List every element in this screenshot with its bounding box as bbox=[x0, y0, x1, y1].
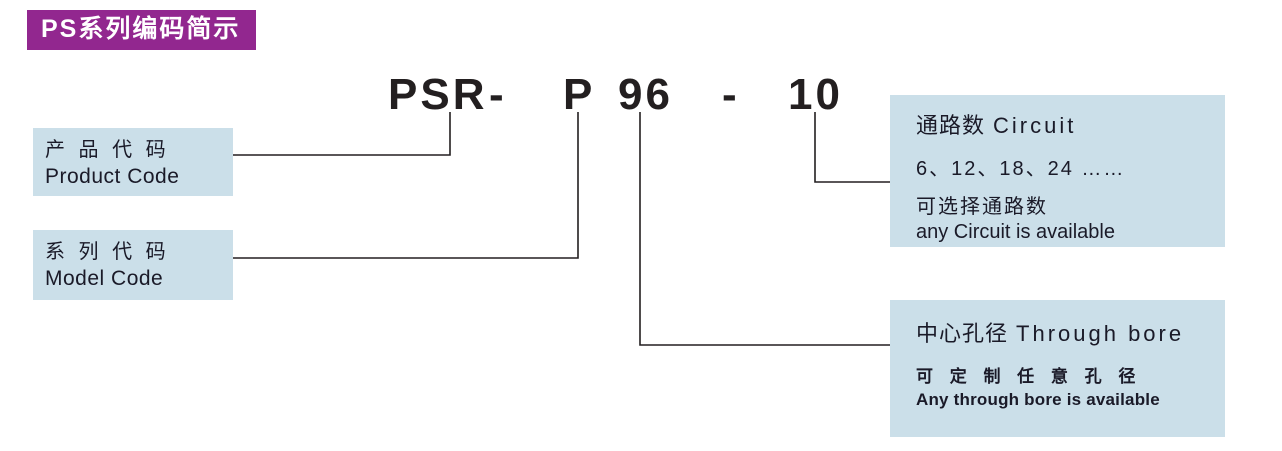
title-badge: PS系列编码简示 bbox=[27, 10, 257, 50]
code-model-segment: P bbox=[563, 70, 596, 119]
through-bore-box: 中心孔径 Through bore 可 定 制 任 意 孔 径 Any throu… bbox=[890, 300, 1225, 437]
product-code-label-zh: 产 品 代 码 bbox=[45, 139, 170, 161]
product-code-box: 产 品 代 码 Product Code bbox=[33, 128, 233, 196]
connector-model-code bbox=[233, 112, 579, 259]
code-bore-segment: 96 bbox=[618, 70, 673, 119]
circuit-values: 6、12、18、24 …… bbox=[916, 158, 1126, 180]
product-code-label-en: Product Code bbox=[45, 165, 180, 188]
through-bore-title-zh: 中心孔径 bbox=[916, 321, 1009, 346]
product-code-string: PSR - P 96 - 10 bbox=[0, 70, 1282, 119]
model-code-label-en: Model Code bbox=[45, 267, 164, 290]
through-bore-note-en: Any through bore is available bbox=[916, 390, 1160, 409]
code-dash-1: - bbox=[489, 70, 507, 119]
through-bore-note-zh: 可 定 制 任 意 孔 径 bbox=[916, 367, 1142, 386]
code-prefix-segment: PSR bbox=[388, 70, 488, 119]
circuit-note-en: any Circuit is available bbox=[916, 221, 1115, 243]
code-dash-2: - bbox=[722, 70, 740, 119]
model-code-label-zh: 系 列 代 码 bbox=[45, 241, 170, 263]
circuit-title-zh: 通路数 bbox=[916, 113, 986, 138]
circuit-note-zh: 可选择通路数 bbox=[916, 196, 1048, 218]
page-title: PS系列编码简示 bbox=[41, 15, 241, 43]
circuit-box: 通路数 Circuit 6、12、18、24 …… 可选择通路数 any Circ… bbox=[890, 95, 1225, 247]
through-bore-title: 中心孔径 Through bore bbox=[916, 316, 1217, 348]
model-code-box: 系 列 代 码 Model Code bbox=[33, 230, 233, 300]
circuit-title-en: Circuit bbox=[993, 113, 1077, 138]
through-bore-title-en: Through bore bbox=[1016, 321, 1185, 346]
circuit-title: 通路数 Circuit bbox=[916, 108, 1217, 140]
code-circuit-segment: 10 bbox=[788, 70, 843, 119]
connector-through-bore bbox=[639, 112, 890, 346]
connector-circuit bbox=[814, 112, 890, 183]
